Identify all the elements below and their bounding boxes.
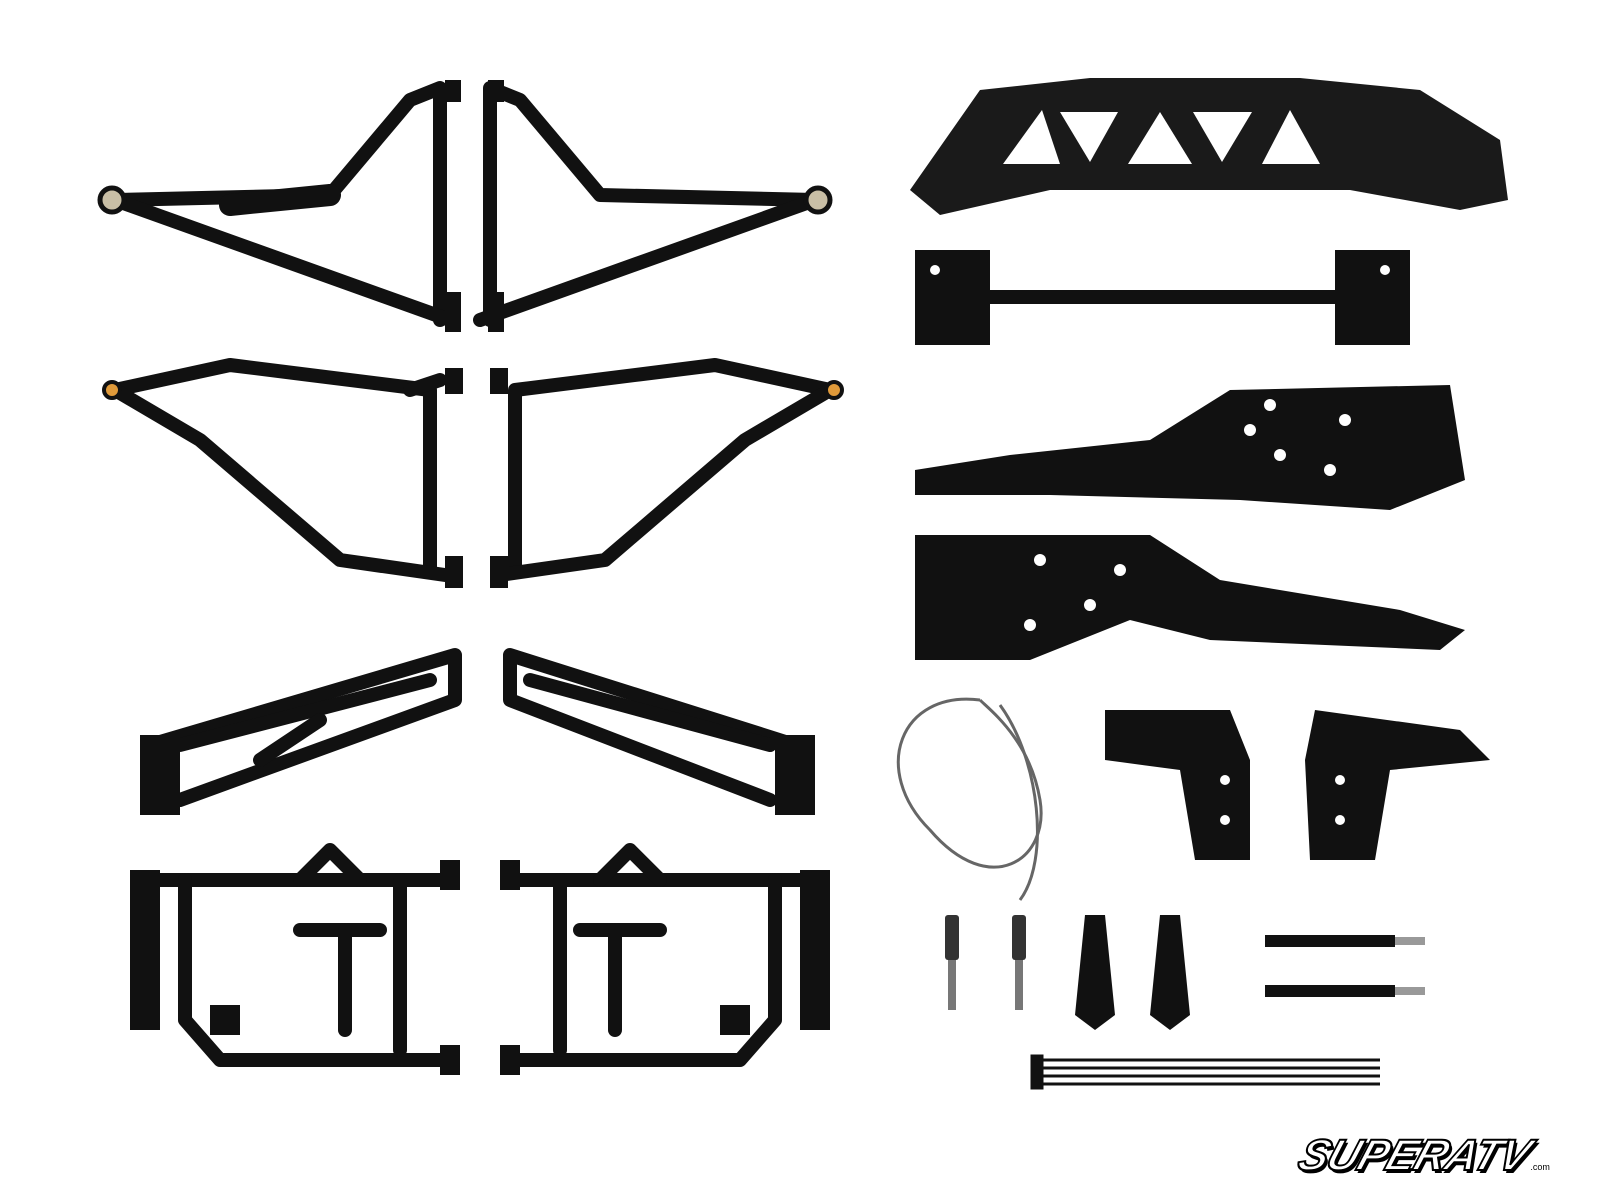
extension-studs: [1265, 935, 1425, 997]
rear-upper-arm-left: [143, 648, 462, 807]
lower-a-arm-right: [493, 358, 837, 582]
rear-lower-arm-left: [138, 843, 457, 1067]
cross-bar-bracket: [915, 250, 1410, 345]
upper-a-arm-right: [473, 81, 822, 327]
rear-lower-arm-right: [503, 843, 822, 1067]
front-bracket-plate: [910, 78, 1508, 215]
small-bracket-left: [1105, 710, 1250, 860]
logo-suffix: .com: [1530, 1162, 1550, 1172]
brake-line: [896, 697, 1043, 901]
side-bracket-upper: [915, 385, 1465, 510]
lower-a-arm-left: [108, 358, 452, 582]
rear-upper-arm-right: [503, 648, 802, 807]
small-bracket-right: [1305, 710, 1490, 860]
zip-ties: [1030, 1054, 1380, 1090]
tie-rod-ends: [945, 915, 1026, 1010]
upper-a-arm-left: [108, 81, 457, 327]
rack-boots: [1075, 915, 1190, 1030]
side-bracket-lower: [915, 535, 1465, 660]
logo-brand: SUPERATV: [1291, 1130, 1537, 1181]
superatv-logo: SUPERATV .com: [1291, 1112, 1550, 1181]
